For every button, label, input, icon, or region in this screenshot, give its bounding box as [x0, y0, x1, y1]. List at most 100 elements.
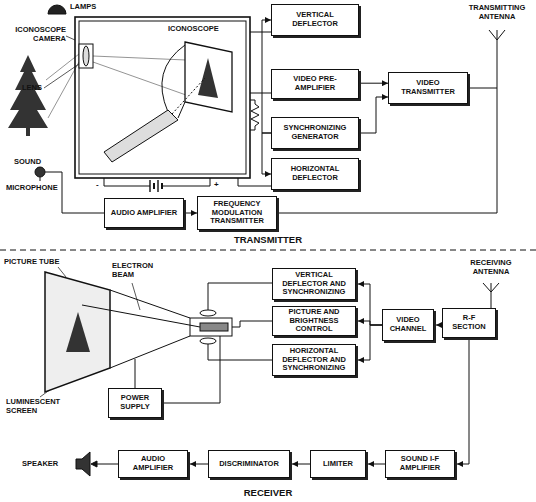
caption-label: SOUND: [14, 158, 41, 167]
process-box: SOUND I-F AMPLIFIER: [385, 450, 455, 478]
tree-scene: [8, 55, 48, 136]
picture-tube: [66, 312, 90, 352]
resistor-symbol: [250, 100, 259, 130]
process-box: FREQUENCY MODULATION TRANSMITTER: [197, 196, 277, 230]
antenna-symbol: [489, 30, 505, 40]
antenna-symbol: [491, 283, 492, 308]
box-label: HORIZONTAL DEFLECTOR AND SYNCHRONIZING: [276, 347, 352, 373]
box-label: PICTURE AND BRIGHTNESS CONTROL: [276, 308, 352, 334]
box-text-group: R-F SECTION: [446, 314, 492, 331]
battery-symbol: [104, 178, 105, 186]
box-text-group: AUDIO AMPLIFIER: [111, 209, 177, 218]
wire: [91, 461, 97, 467]
wire: [45, 32, 497, 213]
process-box: HORIZONTAL DEFLECTOR AND SYNCHRONIZING: [272, 344, 356, 376]
process-box: POWER SUPPLY: [108, 388, 162, 418]
wire: [135, 359, 136, 388]
resistor-symbol: [250, 100, 259, 130]
caption-label: -: [96, 180, 99, 189]
box-text-group: POWER SUPPLY: [112, 394, 158, 411]
wire: [250, 93, 271, 94]
process-box: SYNCHRONIZING GENERATOR: [271, 117, 359, 149]
box-label: VIDEO CHANNEL: [386, 316, 430, 333]
caption-label: SPEAKER: [22, 460, 58, 469]
process-box: PICTURE AND BRIGHTNESS CONTROL: [272, 306, 356, 336]
divider-line: [0, 250, 536, 251]
box-label: POWER SUPPLY: [112, 394, 158, 411]
wire: [238, 178, 271, 186]
signal-connector: [262, 20, 271, 133]
leader-line: [132, 283, 140, 310]
box-text-group: HORIZONTAL DEFLECTOR: [275, 165, 355, 182]
box-label: AUDIO AMPLIFIER: [122, 455, 184, 472]
wire: [135, 283, 272, 403]
wire: [470, 88, 497, 89]
divider-line: [0, 250, 536, 251]
process-box: VIDEO PRE-AMPLIFIER: [271, 69, 359, 99]
caption-label: ICONOSCOPE: [168, 25, 219, 34]
iconoscope-tube: [104, 42, 232, 162]
box-label: SOUND I-F AMPLIFIER: [389, 455, 451, 472]
caption-label: MICROPHONE: [6, 184, 58, 193]
antenna-symbol: [483, 283, 499, 308]
signal-connector: [292, 464, 310, 465]
box-text-group: FREQUENCY MODULATION TRANSMITTER: [201, 200, 273, 226]
picture-tube: [45, 272, 110, 392]
battery-symbol: [153, 183, 155, 189]
process-box: R-F SECTION: [442, 308, 496, 338]
picture-tube: [82, 305, 200, 327]
leader-line: [44, 64, 79, 88]
box-label: LIMITER: [323, 460, 353, 469]
caption-label: TRANSMITTER: [0, 235, 536, 246]
iconoscope-tube: [178, 102, 185, 118]
camera-housing: [79, 21, 246, 174]
picture-tube: [190, 318, 232, 336]
microphone-icon: [35, 167, 45, 177]
wire: [91, 461, 118, 467]
box-text-group: VIDEO CHANNEL: [386, 316, 430, 333]
battery-symbol: [104, 178, 210, 192]
box-label: AUDIO AMPLIFIER: [111, 209, 177, 218]
lens-symbol: [79, 44, 93, 68]
lamp-icon: [48, 5, 66, 14]
picture-tube: [200, 338, 216, 344]
tree-scene: [8, 55, 48, 128]
light-ray: [46, 54, 186, 118]
box-label: HORIZONTAL DEFLECTOR: [275, 165, 355, 182]
lens-symbol: [83, 46, 89, 66]
picture-tube: [110, 290, 190, 318]
box-label: VIDEO PRE-AMPLIFIER: [275, 75, 355, 92]
iconoscope-tube: [104, 110, 178, 162]
process-box: LIMITER: [310, 450, 366, 478]
box-text-group: VERTICAL DEFLECTOR AND SYNCHRONIZING: [276, 271, 352, 297]
microphone-icon: [35, 167, 45, 181]
iconoscope-tube: [162, 45, 185, 112]
caption-label: TRANSMITTING ANTENNA: [460, 4, 534, 21]
box-label: VIDEO TRANSMITTER: [392, 79, 464, 96]
process-box: HORIZONTAL DEFLECTOR: [271, 158, 359, 190]
signal-connector: [361, 97, 388, 133]
caption-label: ELECTRON BEAM: [112, 262, 156, 279]
box-text-group: LIMITER: [323, 460, 353, 469]
box-text-group: SOUND I-F AMPLIFIER: [389, 455, 451, 472]
wire: [250, 32, 271, 33]
picture-tube: [200, 323, 228, 331]
box-label: R-F SECTION: [446, 314, 492, 331]
signal-connector: [361, 83, 388, 84]
box-label: SYNCHRONIZING GENERATOR: [275, 124, 355, 141]
box-label: FREQUENCY MODULATION TRANSMITTER: [201, 200, 273, 226]
antenna-symbol: [489, 30, 505, 40]
box-text-group: PICTURE AND BRIGHTNESS CONTROL: [276, 308, 352, 334]
battery-symbol: [149, 180, 150, 192]
signal-connector: [186, 213, 197, 214]
light-ray: [93, 62, 186, 95]
wire: [96, 464, 118, 465]
process-box: DISCRIMINATOR: [208, 450, 290, 478]
picture-tube: [200, 310, 216, 316]
wire: [164, 336, 220, 403]
box-label: VERTICAL DEFLECTOR: [275, 11, 355, 28]
iconoscope-tube: [172, 78, 205, 114]
battery-symbol: [157, 180, 158, 192]
box-text-group: VERTICAL DEFLECTOR: [275, 11, 355, 28]
